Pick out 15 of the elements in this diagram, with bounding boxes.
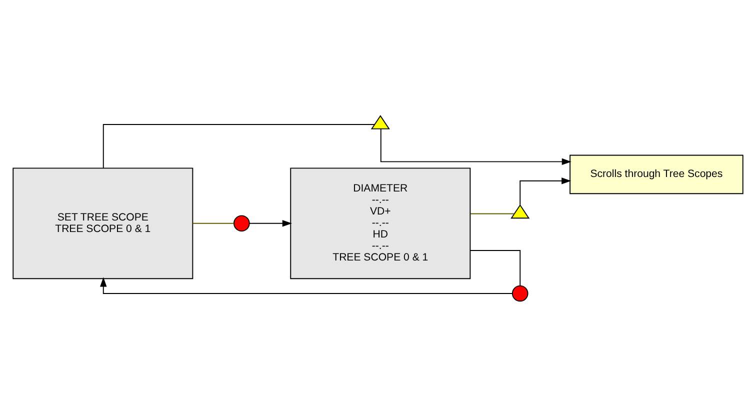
arrow [100, 276, 513, 294]
connector [102, 124, 376, 168]
connector [192, 222, 234, 224]
node-box: SET TREE SCOPE TREE SCOPE 0 & 1 [12, 167, 194, 279]
arrow [520, 177, 572, 205]
connector [470, 250, 521, 286]
node-circle [512, 284, 528, 302]
node-box: Scrolls through Tree Scopes [570, 154, 744, 194]
arrow [380, 128, 572, 165]
arrow [249, 220, 292, 226]
node-triangle [370, 114, 390, 129]
node-box: DIAMETER --.-- VD+ --.-- HD --.-- TREE SCOPE 0 & 1 [290, 167, 471, 279]
connector [470, 212, 515, 214]
node-triangle [510, 204, 530, 218]
node-circle [234, 214, 250, 232]
